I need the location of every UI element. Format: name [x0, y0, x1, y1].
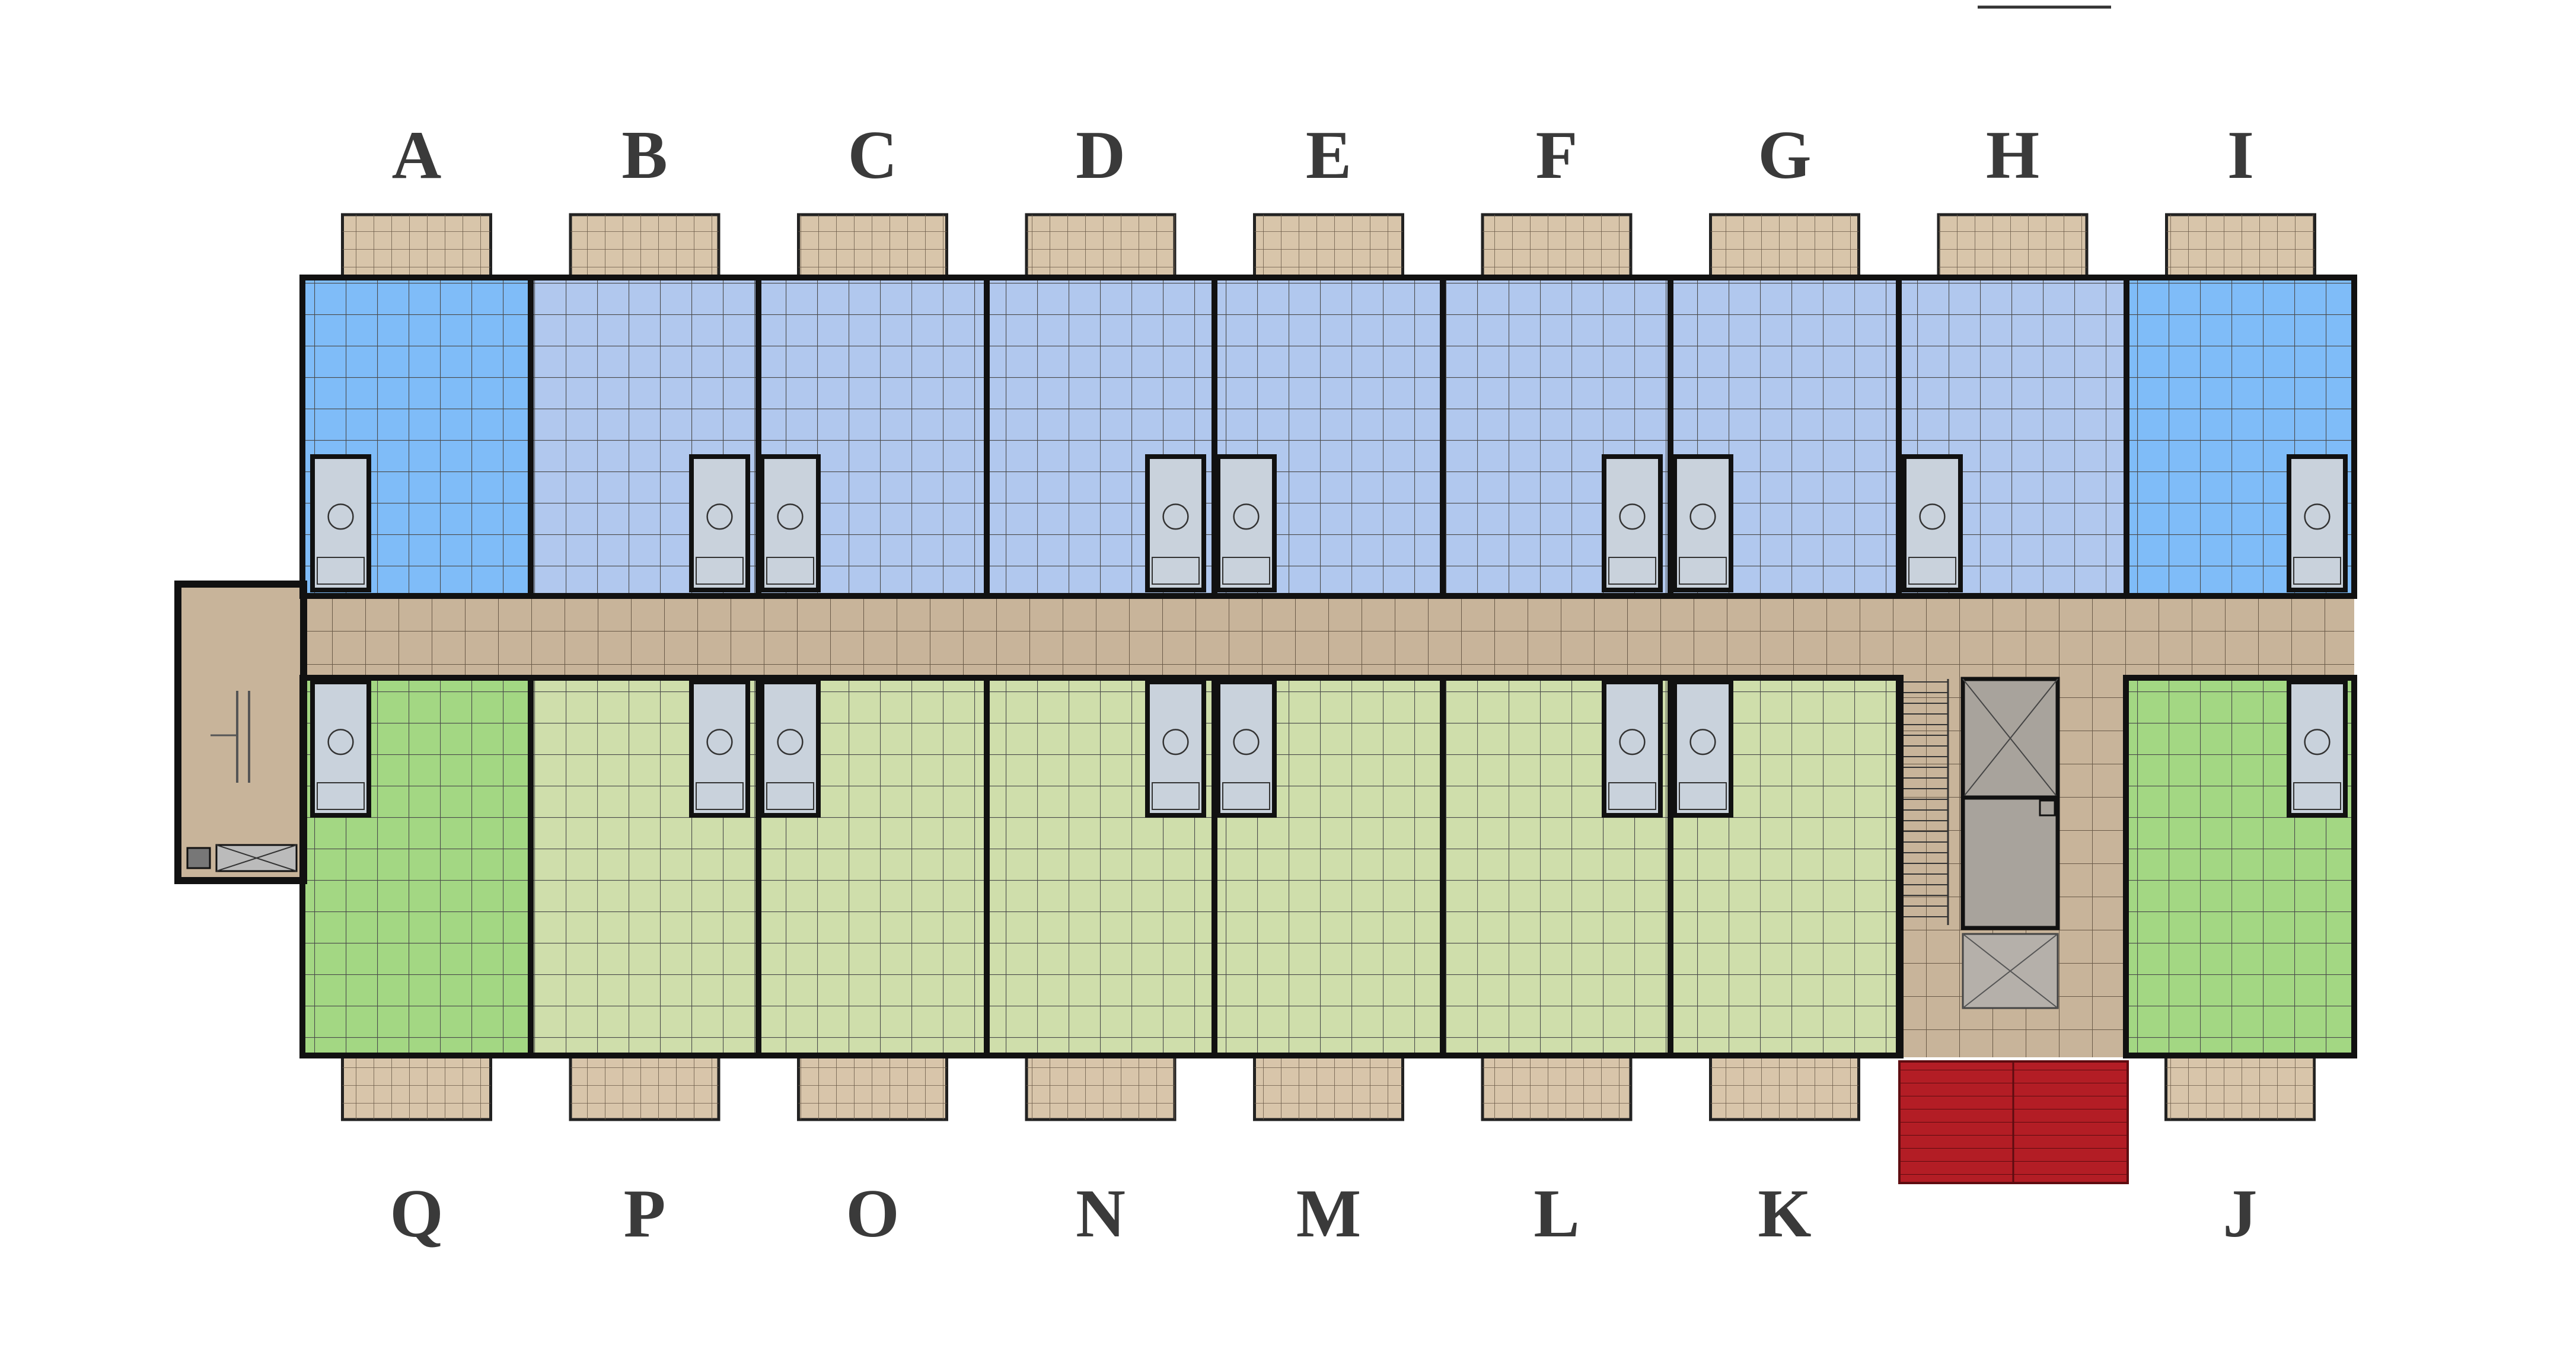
central-corridor — [302, 596, 2354, 678]
unit-label-m: M — [1296, 1176, 1362, 1252]
unit-label-a: A — [392, 117, 442, 193]
unit-label-f: F — [1536, 117, 1578, 193]
top-unit-labels: A B C D E F G H I — [392, 117, 2254, 193]
unit-label-o: O — [846, 1176, 899, 1252]
unit-label-b: B — [621, 117, 667, 193]
shaft-room — [1960, 795, 2060, 930]
unit-label-c: C — [848, 117, 898, 193]
service-core — [1901, 677, 2126, 1057]
unit-label-l: L — [1534, 1176, 1579, 1252]
unit-label-n: N — [1076, 1176, 1126, 1252]
stair-tower — [174, 581, 307, 884]
unit-label-j: J — [2223, 1176, 2258, 1252]
entrance-canopy — [1898, 1060, 2129, 1184]
unit-label-i: I — [2227, 117, 2254, 193]
bathrooms — [310, 454, 2348, 818]
unit-label-e: E — [1306, 117, 1351, 193]
unit-label-d: D — [1076, 117, 1126, 193]
unit-label-h: H — [1986, 117, 2039, 193]
unit-label-q: Q — [390, 1176, 443, 1252]
unit-label-p: P — [624, 1176, 666, 1252]
stairs — [1904, 679, 1949, 925]
balconies — [341, 213, 2316, 1121]
unit-label-g: G — [1758, 117, 1811, 193]
building-walls — [299, 275, 2357, 1058]
unit-label-k: K — [1758, 1176, 1811, 1252]
top-units — [302, 278, 2355, 596]
